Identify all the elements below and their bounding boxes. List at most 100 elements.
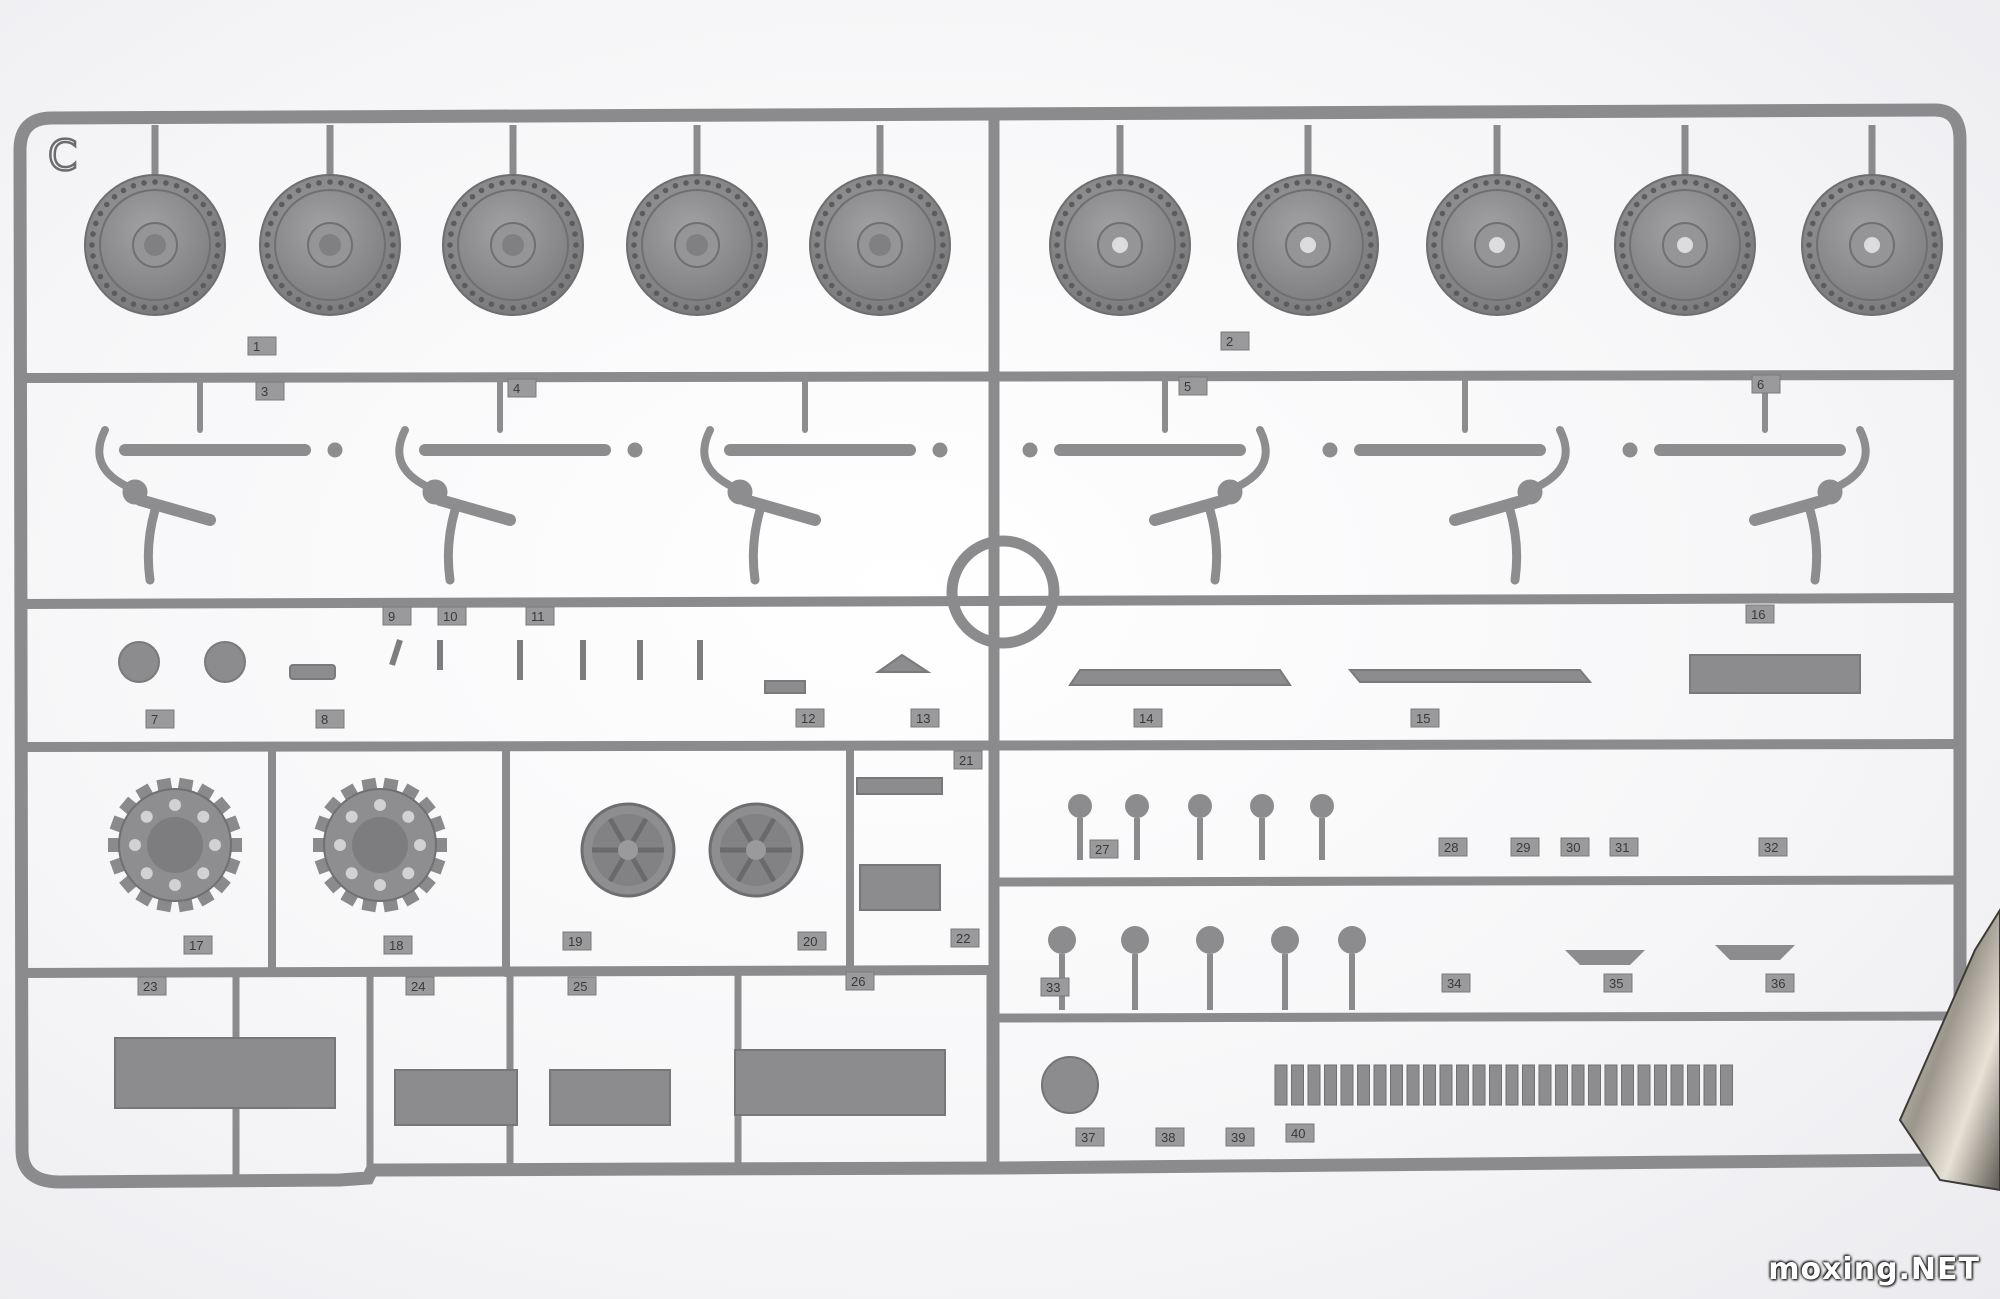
track-link [1538,1064,1552,1106]
part-26 [734,1049,946,1116]
track-link [1423,1064,1436,1106]
track-link [1522,1064,1535,1106]
road-wheel [259,125,401,316]
part-number-20: 20 [803,934,817,949]
track-link [1406,1064,1420,1106]
part-number-36: 36 [1771,976,1785,991]
part-number-25: 25 [573,979,587,994]
part-14 [1068,669,1292,686]
part-8 [289,664,336,680]
suspension-arm [395,377,643,585]
sprue-letter: C [48,131,77,180]
part-25 [549,1069,671,1126]
drive-sprocket [313,777,447,913]
idler-wheel [708,802,804,898]
part-24 [394,1069,518,1126]
small-fitting [1068,794,1092,860]
part-37-disc [1041,1056,1099,1114]
part-number-40: 40 [1291,1126,1305,1141]
part-13-top [874,653,932,673]
part-number-12: 12 [801,711,815,726]
small-fitting [1188,794,1212,860]
track-link [1687,1064,1700,1106]
part-number-32: 32 [1764,840,1778,855]
track-link [1472,1064,1486,1106]
part-number-28: 28 [1444,840,1458,855]
part-number-35: 35 [1609,976,1623,991]
round-knob [1271,926,1299,1010]
part-number-3: 3 [261,384,268,399]
part-number-23: 23 [143,979,157,994]
small-fitting [1310,794,1334,860]
track-link [1703,1064,1717,1106]
track-link [1720,1064,1733,1106]
road-wheel [442,125,584,316]
track-link [1390,1064,1403,1106]
road-wheel [809,125,951,316]
part-number-24: 24 [411,979,425,994]
part-number-31: 31 [1615,840,1629,855]
part-number-9: 9 [388,609,395,624]
round-knob [1048,926,1076,1010]
part-number-33: 33 [1046,980,1060,995]
part-7-knob-b [204,641,246,683]
suspension-arm [1322,377,1570,585]
suspension-arm [95,377,343,585]
track-link [1291,1064,1304,1106]
lower-left-boxes [114,777,946,1126]
part-16 [1689,654,1861,694]
part-number-21: 21 [959,753,973,768]
part-number-18: 18 [389,938,403,953]
round-knob [1338,926,1366,1010]
road-wheels-row [84,125,1943,316]
road-wheel [84,125,226,316]
track-link [1307,1064,1321,1106]
track-link [1324,1064,1337,1106]
track-link [1505,1064,1519,1106]
part-number-26: 26 [851,974,865,989]
suspension-arms-row [95,377,1870,585]
road-wheel [1237,125,1379,316]
part-number-14: 14 [1139,711,1153,726]
right-small-parts [1041,794,1795,1114]
road-wheel [626,125,768,316]
track-link [1456,1064,1469,1106]
part-number-38: 38 [1161,1130,1175,1145]
part-number-22: 22 [956,931,970,946]
track-link [1357,1064,1370,1106]
metal-tool [1898,908,2000,1192]
track-link [1439,1064,1453,1106]
track-link [1340,1064,1354,1106]
part-number-4: 4 [513,381,520,396]
part-23 [114,1037,336,1109]
suspension-arm [700,377,948,585]
part-number-11: 11 [531,609,545,624]
part-number-8: 8 [321,712,328,727]
part-15 [1347,669,1593,683]
part-number-19: 19 [568,934,582,949]
track-links [1274,1064,1733,1106]
road-wheel [1614,125,1756,316]
suspension-arm [1022,377,1270,585]
part-number-16: 16 [1751,607,1765,622]
idler-wheel [580,802,676,898]
part-number-39: 39 [1231,1130,1245,1145]
part-number-7: 7 [151,712,158,727]
track-link [1555,1064,1568,1106]
part-number-10: 10 [443,609,457,624]
road-wheel [1801,125,1943,316]
small-parts-row [118,639,1861,694]
part-number-1: 1 [253,339,260,354]
sprockets-idlers [108,777,804,913]
round-knob [1196,926,1224,1010]
part-number-27: 27 [1095,842,1109,857]
track-link [1621,1064,1634,1106]
track-link [1637,1064,1651,1106]
small-fitting [1125,794,1149,860]
drive-sprocket [108,777,242,913]
part-12 [764,680,806,694]
part-21 [856,777,943,795]
round-knob [1121,926,1149,1010]
